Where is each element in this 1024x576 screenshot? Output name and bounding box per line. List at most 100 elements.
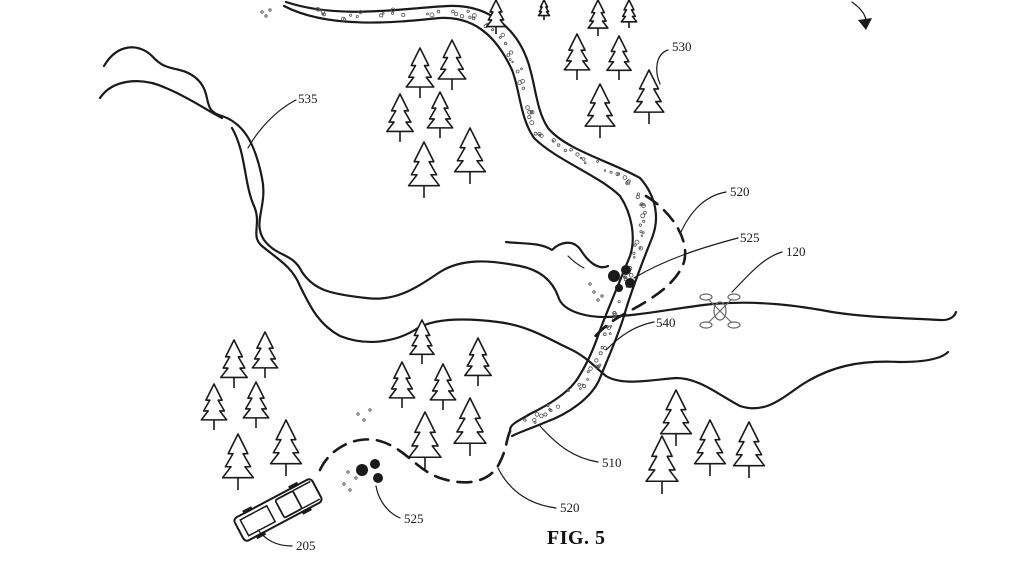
- tree-icon: [695, 420, 726, 476]
- tree-icon: [409, 142, 440, 198]
- stipple-dot: [437, 10, 440, 13]
- stipple-dot: [635, 240, 639, 244]
- tree-icon: [387, 94, 413, 142]
- stipple-dot: [610, 171, 612, 173]
- stipple-dot: [452, 10, 455, 13]
- tree-icon: [201, 384, 226, 430]
- label-120: 120: [786, 244, 806, 259]
- bank-ridge: [506, 242, 608, 267]
- leader-510: [540, 426, 598, 462]
- stipple-dot: [589, 367, 593, 371]
- tree-icon: [621, 0, 636, 28]
- debris-dot: [355, 477, 357, 479]
- stipple-dot: [618, 173, 620, 175]
- label-525-top: 525: [740, 230, 760, 245]
- stipple-dot: [550, 409, 552, 411]
- stipple-dot: [528, 116, 531, 119]
- figure-caption: FIG. 5: [547, 527, 606, 549]
- stipple-dot: [534, 132, 537, 135]
- stipple-dot: [356, 15, 358, 17]
- stipple-dot: [535, 413, 539, 417]
- stipple-dot: [392, 12, 394, 14]
- stipple-dot: [584, 162, 586, 164]
- stipple-dot: [587, 371, 589, 373]
- stipple-dot: [469, 16, 471, 18]
- stipple-dot: [570, 148, 573, 151]
- stipple-dot: [516, 70, 519, 73]
- tree-icon: [661, 390, 692, 446]
- stipple-dot: [540, 414, 544, 418]
- label-540: 540: [656, 315, 676, 330]
- stipple-dot: [637, 193, 639, 195]
- label-205: 205: [296, 538, 316, 553]
- stipple-dot: [509, 59, 511, 61]
- river-bank-upper: [104, 47, 956, 320]
- stipple-dot: [507, 54, 510, 57]
- tree-icon: [409, 412, 441, 470]
- stipple-dot: [633, 256, 635, 258]
- stipple-dot: [643, 204, 645, 206]
- debris-dot: [347, 471, 349, 473]
- stipple-dot: [557, 144, 560, 147]
- debris-dot: [369, 409, 371, 411]
- leader-120: [732, 252, 782, 292]
- stipple-dot: [556, 405, 559, 408]
- stipple-dot: [526, 106, 530, 110]
- label-525-bottom: 525: [404, 511, 424, 526]
- stipple-dot: [430, 13, 434, 17]
- debris-dot: [589, 283, 591, 285]
- stipple-dot: [587, 379, 589, 381]
- leader-530: [657, 50, 668, 84]
- drone-icon: [700, 294, 740, 328]
- stipple-dot: [641, 214, 645, 218]
- stipple-dot: [629, 273, 633, 277]
- tree-icon: [389, 362, 414, 408]
- stipple-dot: [547, 404, 549, 406]
- tree-group: [201, 0, 764, 494]
- stipple-dot: [350, 14, 352, 16]
- stipple-dot: [530, 121, 534, 125]
- stipple-dot: [426, 13, 428, 15]
- debris-dot: [261, 11, 263, 13]
- stipple-dot: [609, 333, 611, 335]
- leader-lines: [248, 50, 782, 546]
- label-510: 510: [602, 455, 622, 470]
- tree-icon: [454, 398, 486, 456]
- tree-icon: [221, 340, 247, 388]
- tree-icon: [634, 70, 664, 124]
- river-bank-lower: [100, 81, 948, 408]
- tree-icon: [430, 364, 455, 410]
- debris-dot: [357, 413, 359, 415]
- bank-ridge-return: [568, 256, 584, 268]
- stipple-dot: [499, 37, 501, 39]
- debris-dot: [593, 291, 595, 293]
- stipple-dot: [641, 235, 643, 237]
- tree-icon: [585, 84, 615, 138]
- label-530: 530: [672, 39, 692, 54]
- stipple-dot: [639, 224, 641, 226]
- stipple-dot: [597, 160, 599, 162]
- marker-cluster-bottom: [356, 459, 383, 483]
- tree-icon: [427, 92, 452, 138]
- debris-dot: [363, 419, 365, 421]
- tree-icon: [223, 434, 254, 490]
- stipple-dot: [634, 244, 636, 246]
- tree-icon: [646, 436, 678, 494]
- tree-icon: [487, 0, 506, 34]
- stipple-dot: [599, 364, 601, 366]
- stipple-dot: [595, 359, 598, 362]
- stipple-dot: [599, 352, 602, 355]
- tree-icon: [438, 40, 466, 90]
- stipple-dot: [382, 12, 384, 14]
- stipple-dot: [402, 13, 405, 16]
- tree-icon: [455, 128, 486, 184]
- stipple-dot: [580, 388, 582, 390]
- tree-icon: [539, 0, 550, 20]
- stipple-dot: [582, 385, 585, 388]
- leader-520-bottom: [498, 468, 556, 508]
- tree-icon: [607, 36, 631, 80]
- tree-icon: [465, 338, 491, 386]
- stipple-dot: [522, 87, 524, 89]
- stipple-dot: [636, 195, 639, 198]
- stipple-dot: [582, 158, 585, 161]
